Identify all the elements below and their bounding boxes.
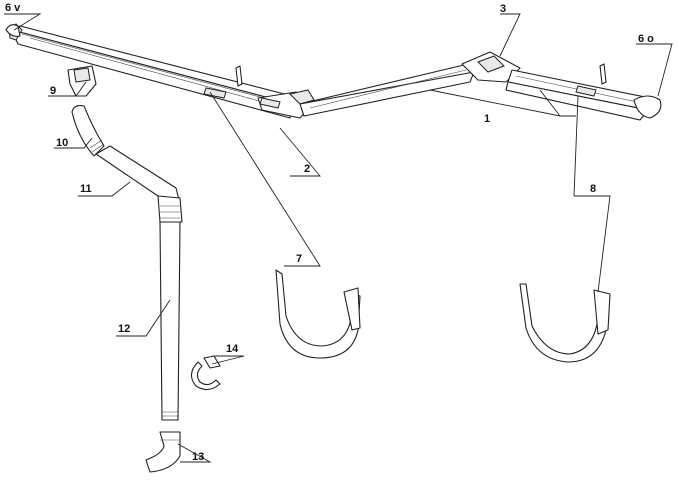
label-hanger-short: 7	[296, 253, 302, 265]
gutter-right-section	[505, 69, 651, 121]
downpipe-elbow-upper	[71, 105, 105, 157]
inner-corner	[461, 51, 521, 83]
label-pipe-clamp: 14	[226, 343, 239, 355]
gutter-middle-section	[299, 63, 475, 117]
downpipe-straight	[159, 221, 181, 421]
gutter-mounted-brackets	[203, 63, 607, 109]
end-cap-left	[5, 24, 21, 37]
leader-lines	[4, 13, 673, 463]
downpipe-elbow-lower	[145, 431, 181, 473]
part-labels: 6 v 3 6 o 1 2 7 8 9 10 11 12 13 14	[5, 2, 654, 463]
label-hanger-long: 8	[590, 183, 596, 195]
label-downpipe: 12	[118, 323, 130, 335]
label-elbow-lower: 13	[192, 451, 204, 463]
gutter-hanger-short	[275, 269, 361, 359]
gutter-left-section	[8, 23, 301, 119]
label-end-cap-left: 6 v	[5, 2, 21, 14]
label-outer-corner: 2	[304, 163, 310, 175]
label-elbow-upper: 10	[56, 137, 68, 149]
gutter-hanger-long	[519, 283, 611, 363]
pipe-clamp	[190, 355, 221, 391]
label-offset-pipe: 11	[80, 183, 92, 195]
offset-pipe	[95, 145, 183, 223]
label-inner-corner: 3	[500, 3, 506, 15]
label-end-cap-right: 6 o	[638, 33, 654, 45]
end-cap-right	[633, 95, 662, 119]
label-outlet: 9	[50, 85, 56, 97]
gutter-outlet	[67, 65, 97, 97]
label-gutter: 1	[484, 113, 490, 125]
